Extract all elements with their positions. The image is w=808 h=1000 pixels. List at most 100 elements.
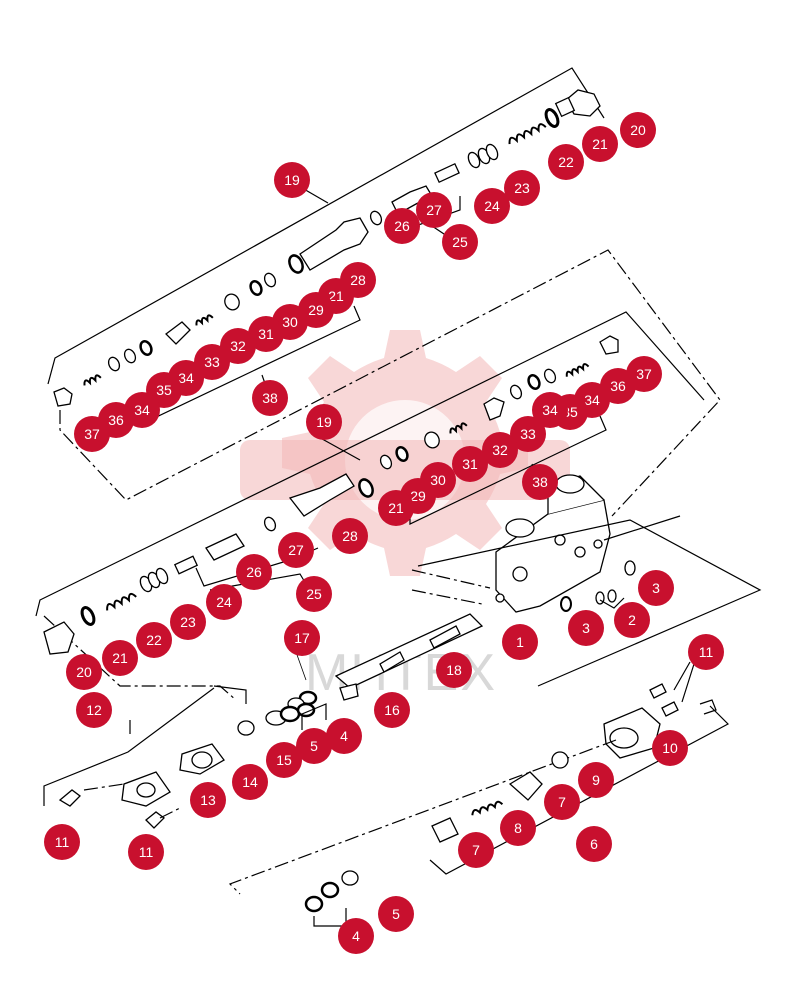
svg-text:27: 27 [288,542,304,558]
svg-text:26: 26 [394,218,410,234]
callout-24-mid: 24 [206,584,242,620]
callout-22-mid: 22 [136,622,172,658]
svg-text:37: 37 [84,426,100,442]
svg-text:31: 31 [462,456,478,472]
svg-text:33: 33 [204,354,220,370]
callout-38-mid: 38 [522,464,558,500]
svg-text:8: 8 [514,820,522,836]
callout-33-top: 33 [194,344,230,380]
svg-text:13: 13 [200,792,216,808]
upper-parts [53,89,601,407]
callout-4-mid: 4 [326,718,362,754]
callout-19-mid: 19 [306,404,342,440]
svg-text:11: 11 [699,644,714,660]
svg-text:5: 5 [310,738,318,754]
callout-11-left: 11 [44,824,80,860]
svg-text:6: 6 [590,836,598,852]
callout-20-mid: 20 [66,654,102,690]
callout-17: 17 [284,620,320,656]
callout-5-bottom: 5 [378,896,414,932]
svg-text:28: 28 [342,528,358,544]
svg-text:3: 3 [582,620,590,636]
callout-9: 9 [578,762,614,798]
svg-text:21: 21 [592,136,608,152]
lower-assembly [228,661,729,927]
svg-text:18: 18 [446,662,462,678]
callout-27-mid: 27 [278,532,314,568]
callout-15: 15 [266,742,302,778]
callout-21-mid: 21 [378,490,414,526]
svg-text:11: 11 [139,844,154,860]
svg-text:16: 16 [384,702,400,718]
callout-5-mid: 5 [296,728,332,764]
svg-text:38: 38 [532,474,548,490]
callout-18: 18 [436,652,472,688]
valve-body [411,474,762,687]
callout-14: 14 [232,764,268,800]
callout-21-mid-b: 21 [102,640,138,676]
callout-27-top: 27 [416,192,452,228]
callout-31-mid: 31 [452,446,488,482]
svg-text:24: 24 [216,594,232,610]
svg-text:36: 36 [610,378,626,394]
svg-text:26: 26 [246,564,262,580]
svg-text:29: 29 [410,488,426,504]
svg-text:30: 30 [430,472,446,488]
callout-25-mid: 25 [296,576,332,612]
callout-10: 10 [652,730,688,766]
callout-19-top: 19 [274,162,310,198]
svg-text:32: 32 [230,338,246,354]
svg-text:34: 34 [178,370,194,386]
svg-text:24: 24 [484,198,500,214]
callout-25-top: 25 [442,224,478,260]
callout-34-mid-b: 34 [532,392,568,428]
svg-text:3: 3 [652,580,660,596]
svg-text:4: 4 [340,728,348,744]
callout-26-mid: 26 [236,554,272,590]
svg-text:21: 21 [388,500,404,516]
svg-text:7: 7 [558,794,566,810]
callout-8: 8 [500,810,536,846]
callouts: 20 21 22 23 24 27 26 25 19 28 21 29 30 3… [44,112,724,954]
svg-text:7: 7 [472,842,480,858]
svg-text:17: 17 [294,630,310,646]
svg-text:34: 34 [134,402,150,418]
callout-11-right: 11 [688,634,724,670]
callout-7-right: 7 [544,784,580,820]
svg-text:22: 22 [146,632,162,648]
svg-text:19: 19 [316,414,332,430]
svg-text:35: 35 [156,382,172,398]
callout-7-left: 7 [458,832,494,868]
callout-28-mid: 28 [332,518,368,554]
svg-text:23: 23 [514,180,530,196]
callout-11-bottom: 11 [128,834,164,870]
svg-text:33: 33 [520,426,536,442]
callout-4-bottom: 4 [338,918,374,954]
svg-text:20: 20 [630,122,646,138]
svg-text:38: 38 [262,390,278,406]
callout-32-mid: 32 [482,432,518,468]
svg-text:14: 14 [242,774,258,790]
svg-text:21: 21 [328,288,344,304]
callout-22-top: 22 [548,144,584,180]
svg-text:10: 10 [662,740,678,756]
callout-37-top: 37 [74,416,110,452]
callout-6: 6 [576,826,612,862]
callout-2: 2 [614,602,650,638]
callout-26-top: 26 [384,208,420,244]
svg-text:5: 5 [392,906,400,922]
callout-20-top: 20 [620,112,656,148]
svg-text:32: 32 [492,442,508,458]
spool-assembly [43,613,484,829]
callout-24-top: 24 [474,188,510,224]
svg-text:21: 21 [112,650,128,666]
svg-text:23: 23 [180,614,196,630]
svg-text:34: 34 [542,402,558,418]
svg-text:34: 34 [584,392,600,408]
svg-text:1: 1 [516,634,524,650]
callout-32-top: 32 [220,328,256,364]
svg-text:12: 12 [86,702,102,718]
svg-text:29: 29 [308,302,324,318]
middle-parts [43,335,619,655]
